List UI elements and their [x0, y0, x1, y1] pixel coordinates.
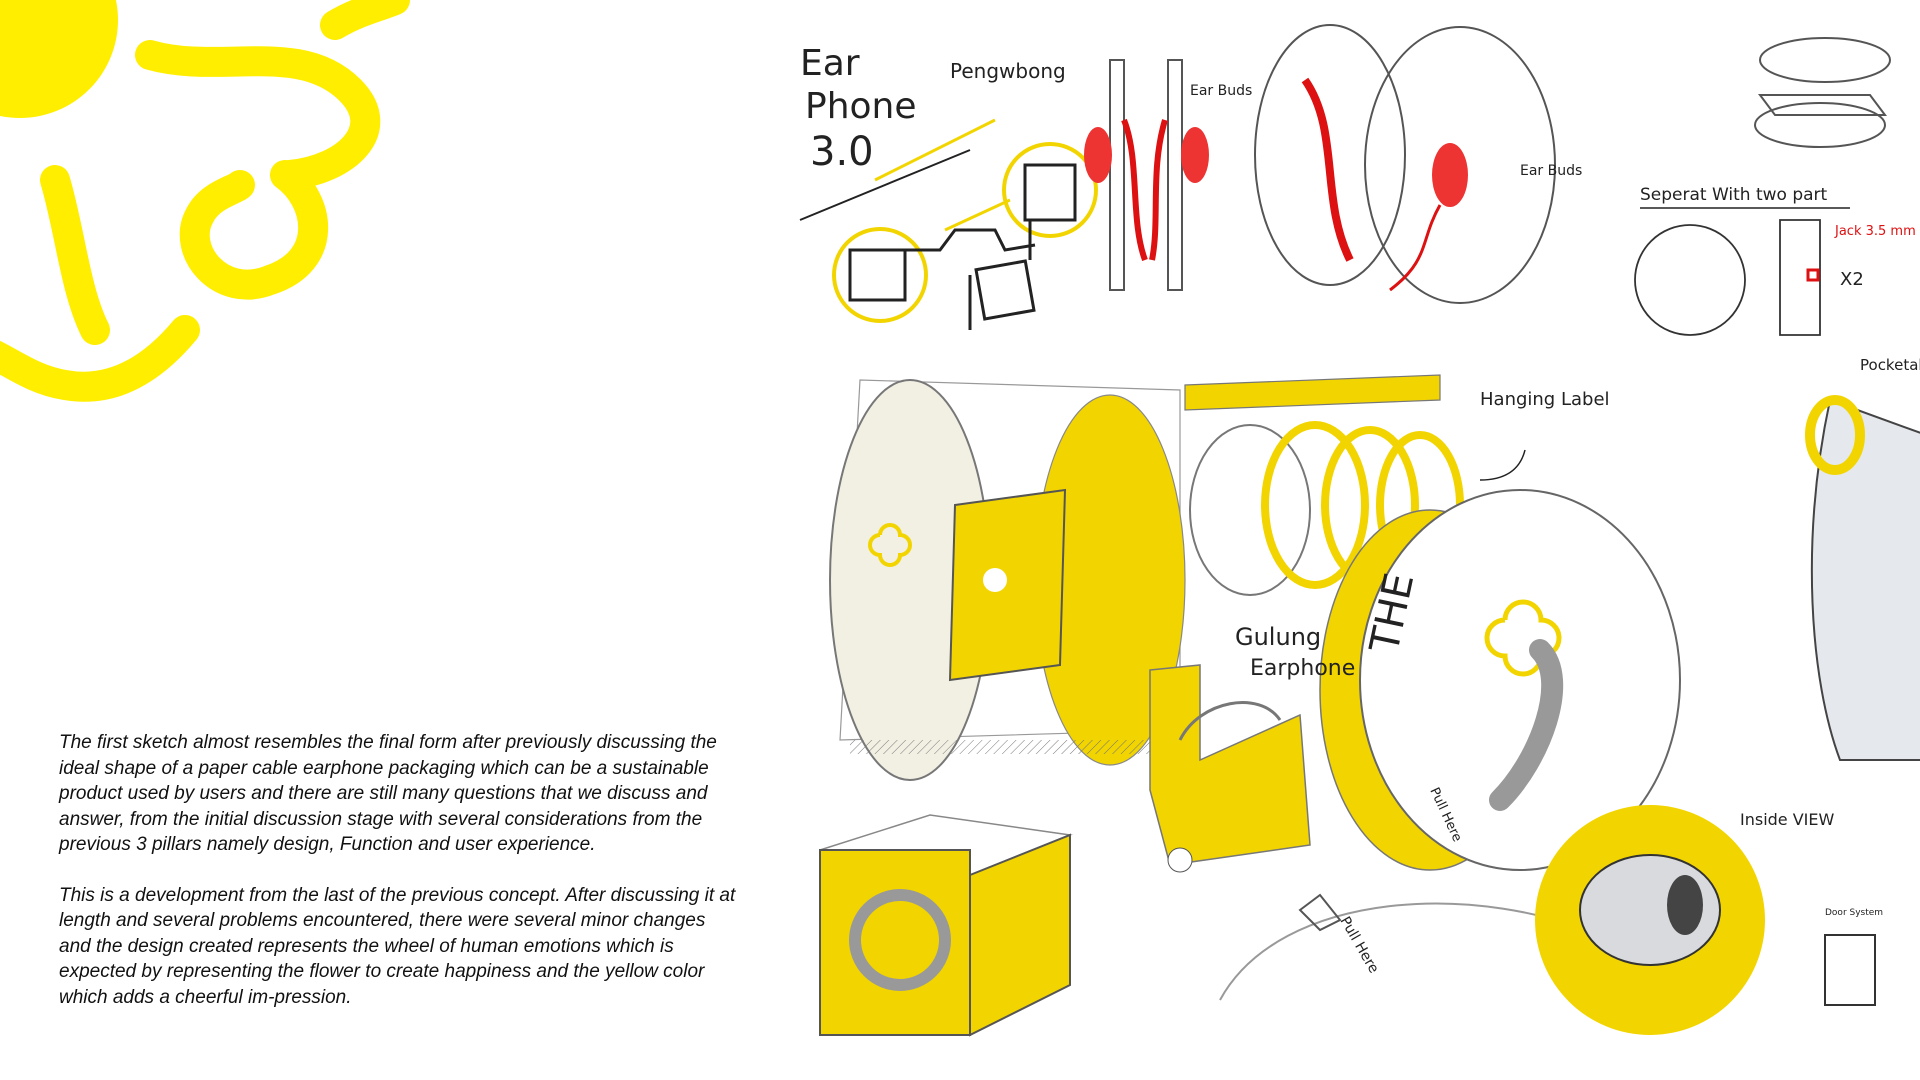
seperat-label: Seperat With two part	[1640, 185, 1828, 205]
description-paragraph-1: The first sketch almost resembles the fi…	[59, 732, 717, 855]
sun-ray	[0, 315, 200, 402]
jack-label: Jack 3.5 mm	[1834, 224, 1916, 239]
sketch-exploded-box	[829, 379, 1186, 781]
door-system-label: Door System	[1825, 908, 1883, 918]
sun-ray	[320, 0, 410, 40]
times-two-label: X2	[1840, 269, 1864, 290]
sun-ray	[40, 165, 110, 345]
sun-core	[0, 0, 118, 118]
sketch-gulung: Gulung Earphone	[1149, 623, 1355, 873]
title-line-1: Ear	[800, 43, 860, 84]
sketch-reel-disc: Ear Buds	[1254, 24, 1582, 304]
description-paragraph-2: This is a development from the last of t…	[59, 884, 736, 1008]
hanging-label-line: Hanging Label	[1480, 389, 1610, 410]
ear-buds-label-1: Ear Buds	[1190, 83, 1252, 99]
sun-decoration	[0, 0, 410, 402]
earphone-label: Earphone	[1250, 656, 1355, 681]
pengwbong-label: Pengwbong	[950, 59, 1066, 83]
title-line-2: Phone	[805, 86, 917, 127]
sketch-inside-view: Inside VIEW Door System	[1535, 805, 1883, 1035]
description-text: The first sketch almost resembles the fi…	[59, 730, 739, 1035]
sketch-two-part: Seperat With two part Jack 3.5 mm X2	[1634, 37, 1916, 336]
sketch-pocket: Pocketable	[1805, 356, 1920, 761]
sketch-reel-final: THE Pull Here	[1319, 489, 1681, 871]
sun-ray	[179, 160, 329, 300]
inside-view-label: Inside VIEW	[1740, 810, 1835, 829]
sketch-earbud-side: Ear Buds	[1084, 59, 1252, 291]
sketch-cube-pack	[819, 814, 1073, 1037]
sketch-flat-packaging	[832, 118, 1098, 330]
ear-buds-label-2: Ear Buds	[1520, 163, 1582, 179]
pull-here-label-2: Pull Here	[1337, 914, 1382, 976]
sketch-board: Ear Phone 3.0 Pengwbong Ear Buds Ear Bud…	[799, 24, 1920, 1037]
gulung-label: Gulung	[1235, 623, 1321, 651]
pocketable-label: Pocketable	[1860, 356, 1920, 374]
title-line-3: 3.0	[810, 129, 874, 175]
sun-ray	[135, 40, 381, 190]
sketch-earphone-title: Ear Phone 3.0 Pengwbong	[799, 43, 1066, 221]
